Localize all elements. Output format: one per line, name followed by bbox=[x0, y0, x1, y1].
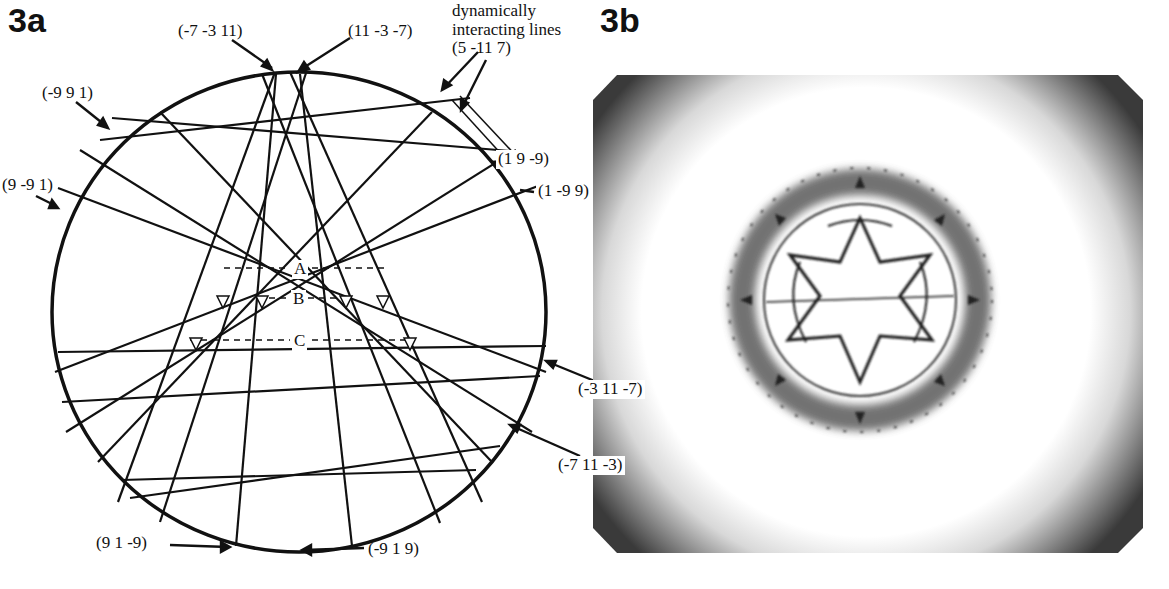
plane-index: (9 1 -9) bbox=[96, 534, 147, 553]
plane-index: (-7 -3 11) bbox=[178, 22, 243, 41]
diffraction-pattern bbox=[593, 75, 1143, 553]
point-label: B bbox=[291, 290, 306, 309]
plane-index: (1 -9 9) bbox=[536, 182, 591, 201]
plane-index: (9 -9 1) bbox=[2, 176, 53, 195]
point-label: A bbox=[292, 260, 308, 279]
plane-index: (-3 11 -7) bbox=[576, 380, 645, 399]
plane-index: (-9 1 9) bbox=[368, 540, 419, 559]
leader-arrows bbox=[36, 38, 602, 555]
plane-index: (-9 9 1) bbox=[42, 84, 93, 103]
figure-label: 3a bbox=[8, 2, 46, 39]
point-label: C bbox=[292, 332, 307, 351]
figure-label: 3b bbox=[600, 2, 640, 39]
line-diagram bbox=[36, 38, 602, 555]
plane-index: (-7 11 -3) bbox=[556, 456, 625, 475]
annotation-note: dynamically interacting lines (5 -11 7) bbox=[452, 2, 564, 58]
plane-index: (11 -3 -7) bbox=[348, 22, 413, 41]
plane-index: (1 9 -9) bbox=[496, 150, 551, 169]
